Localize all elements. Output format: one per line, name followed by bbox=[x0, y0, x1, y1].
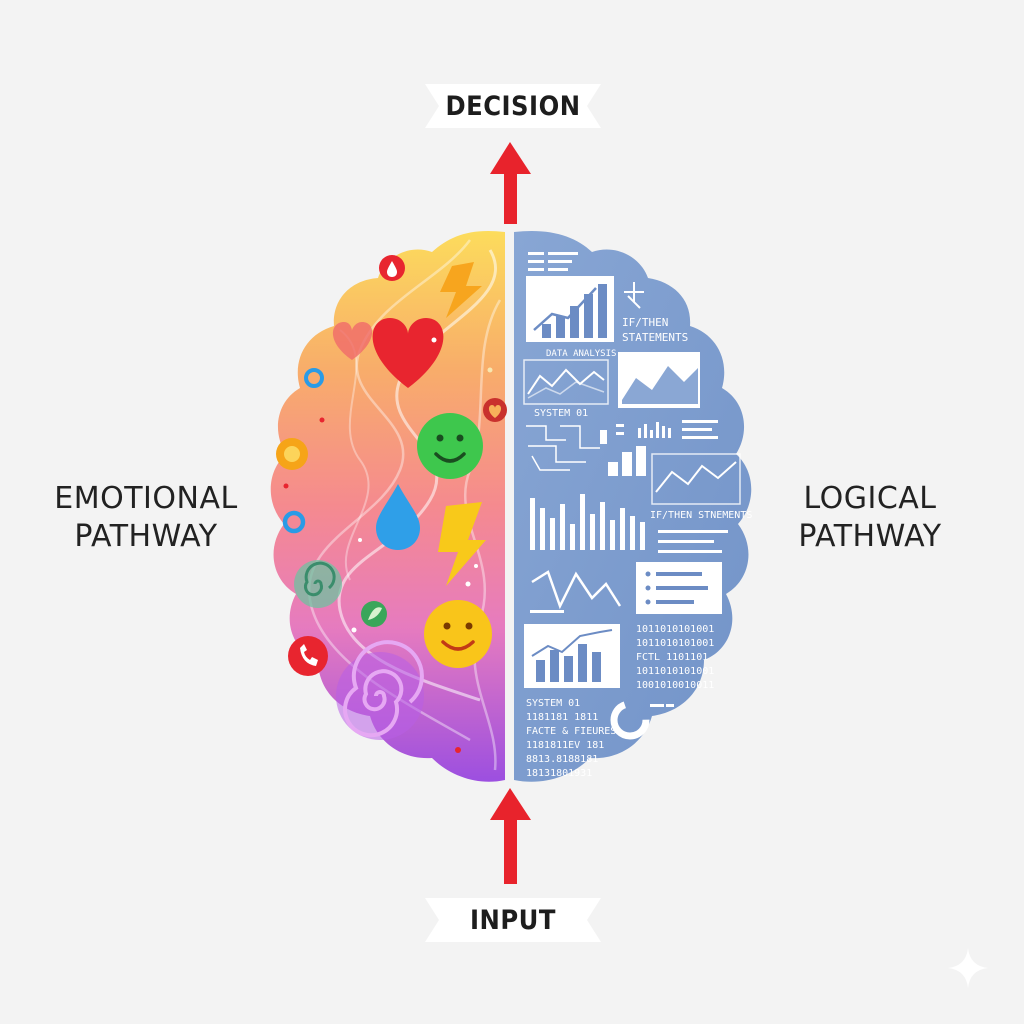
emotional-pathway-line2: PATHWAY bbox=[74, 519, 218, 554]
decision-label: DECISION bbox=[445, 90, 581, 122]
lightning-icon bbox=[440, 262, 482, 318]
ring-dot-icon bbox=[282, 368, 324, 534]
heart-badge-icon bbox=[483, 398, 507, 422]
sun-badge-icon bbox=[276, 438, 308, 470]
sparkle-icon bbox=[948, 948, 988, 988]
list-card-icon bbox=[636, 562, 722, 614]
smiley-icon-green bbox=[417, 413, 483, 479]
system-label: SYSTEM 01 bbox=[534, 408, 588, 419]
water-drop-icon bbox=[376, 484, 420, 550]
heart-icon bbox=[372, 318, 444, 388]
line-chart-icon-2 bbox=[651, 453, 741, 505]
input-banner: INPUT bbox=[425, 898, 601, 942]
binary-line: FCTL 1101101 bbox=[636, 652, 708, 663]
statements-label: STATEMENTS bbox=[622, 331, 688, 344]
line-chart-icon bbox=[523, 359, 609, 405]
bar-chart-icon-3 bbox=[524, 624, 620, 688]
mini-bar-chart-icon bbox=[608, 446, 646, 476]
logical-pathway-line2: PATHWAY bbox=[798, 519, 942, 554]
area-chart-icon bbox=[618, 352, 700, 408]
binary-line: 1001010010011 bbox=[636, 680, 714, 691]
heart-icon-small bbox=[332, 322, 373, 360]
if-then-statements-label: IF/THEN STNEMENTS bbox=[650, 510, 752, 521]
binary-line: 1011010101001 bbox=[636, 666, 714, 677]
binary-line: 8813.8188181 bbox=[526, 754, 598, 765]
input-label: INPUT bbox=[470, 904, 556, 936]
if-then-label: IF/THEN bbox=[622, 316, 668, 329]
system-label-2: SYSTEM 01 bbox=[526, 698, 580, 709]
bar-chart-icon-2 bbox=[530, 494, 645, 550]
leaf-icon bbox=[361, 601, 387, 627]
zigzag-chart-icon bbox=[530, 570, 622, 613]
bar-chart-icon bbox=[526, 276, 614, 342]
small-bars-icon bbox=[638, 420, 718, 439]
data-analysis-label: DATA ANALYSIS bbox=[546, 349, 616, 359]
emotional-pathway-label: EMOTIONAL PATHWAY bbox=[36, 480, 256, 556]
sparkle-dots bbox=[283, 337, 493, 753]
binary-line: 18131801931 bbox=[526, 768, 592, 779]
emotional-pathway-line1: EMOTIONAL bbox=[54, 481, 238, 516]
logical-pathway-label: LOGICAL PATHWAY bbox=[760, 480, 980, 556]
phone-badge-icon bbox=[288, 636, 328, 676]
facts-label: FACTE & FIEURES bbox=[526, 726, 616, 737]
binary-line: 1011010101001 bbox=[636, 624, 714, 635]
text-lines-icon bbox=[528, 252, 578, 271]
swirl-icon-small bbox=[294, 560, 342, 608]
text-lines-icon-2 bbox=[658, 530, 728, 553]
plus-icon bbox=[624, 282, 644, 309]
binary-line: 1181181 1811 bbox=[526, 712, 598, 723]
lightning-icon-large bbox=[438, 502, 486, 586]
smiley-icon-yellow bbox=[424, 600, 492, 668]
binary-line: 1181811EV 181 bbox=[526, 740, 604, 751]
drop-badge-icon bbox=[379, 255, 405, 281]
circuit-icon bbox=[526, 424, 624, 471]
swirl-icon-large bbox=[336, 640, 424, 740]
logical-pathway-line1: LOGICAL bbox=[803, 481, 937, 516]
decision-banner: DECISION bbox=[425, 84, 601, 128]
arrow-up-icon-bottom bbox=[490, 788, 531, 884]
donut-chart-icon bbox=[610, 700, 674, 740]
binary-line: 1011010101001 bbox=[636, 638, 714, 649]
arrow-up-icon-top bbox=[490, 142, 531, 224]
